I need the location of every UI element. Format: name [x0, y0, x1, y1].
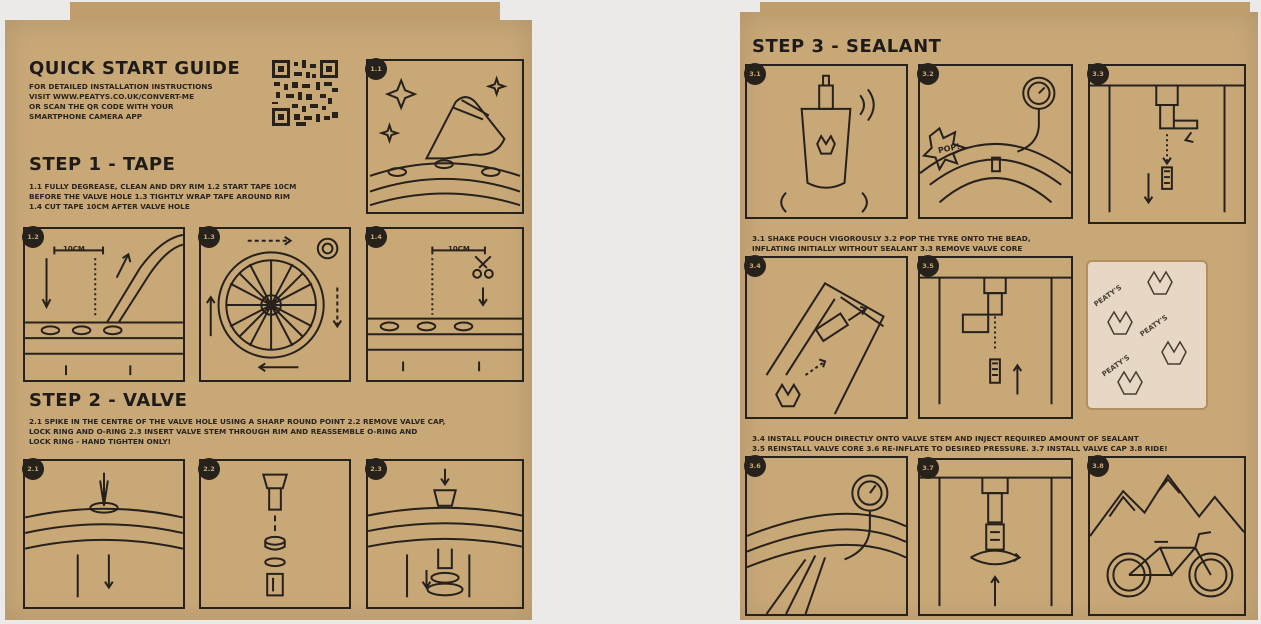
panel-number: 1.2 [22, 226, 44, 248]
panel-3-4: 3.4 [744, 255, 908, 419]
cut-tape-illustration [368, 229, 522, 380]
panel-2-1: 2.1 [22, 458, 185, 609]
panel-3-1: 3.1 [744, 63, 908, 219]
step3-line: 3.1 SHAKE POUCH VIGOROUSLY 3.2 POP THE T… [752, 234, 1031, 243]
step1-line: 1.4 CUT TAPE 10CM AFTER VALVE HOLE [29, 202, 190, 211]
guide-line: SMARTPHONE CAMERA APP [29, 112, 143, 121]
panel-2-3: 2.3 [365, 458, 524, 609]
insert-valve-illustration [368, 461, 522, 607]
guide-line: FOR DETAILED INSTALLATION INSTRUCTIONS [29, 82, 213, 91]
measure-label: 10CM [63, 245, 85, 253]
panel-3-5: 3.5 [917, 255, 1073, 419]
panel-number: 3.7 [917, 457, 939, 479]
panel-number: 2.3 [365, 458, 387, 480]
panel-number: 3.5 [917, 255, 939, 277]
panel-number: 3.1 [744, 63, 766, 85]
guide-title: QUICK START GUIDE [29, 58, 241, 79]
qr-code[interactable] [272, 60, 338, 126]
panel-number: 3.4 [744, 255, 766, 277]
product-window: PEATY'S PEATY'S PEATY'S [1086, 260, 1208, 410]
pop-tyre-illustration [920, 66, 1071, 217]
step3-line: 3.5 REINSTALL VALVE CORE 3.6 RE-INFLATE … [752, 444, 1168, 453]
left-box-top-flap [70, 2, 500, 22]
panel-1-1: 1.1 [365, 58, 524, 214]
ride-bike-illustration [1090, 458, 1244, 614]
panel-3-7: 3.7 [917, 457, 1073, 616]
step1-title: STEP 1 - TAPE [29, 154, 176, 175]
install-valve-cap-illustration [920, 460, 1071, 614]
panel-number: 3.3 [1087, 63, 1109, 85]
panel-number: 3.2 [917, 63, 939, 85]
panel-3-2: 3.2 POP! [917, 63, 1073, 219]
panel-number: 1.3 [198, 226, 220, 248]
panel-3-3: 3.3 [1087, 63, 1246, 224]
panel-3-8: 3.8 [1087, 455, 1246, 616]
step2-line: 2.1 SPIKE IN THE CENTRE OF THE VALVE HOL… [29, 417, 446, 426]
shake-pouch-illustration [747, 66, 906, 217]
valve-parts-illustration [201, 461, 349, 607]
spike-valve-hole-illustration [25, 461, 183, 607]
panel-1-2: 1.2 10CM [22, 226, 185, 382]
panel-1-3: 1.3 [198, 226, 351, 382]
step1-line: 1.1 FULLY DEGREASE, CLEAN AND DRY RIM 1.… [29, 182, 297, 191]
crown-pattern [1088, 262, 1206, 408]
right-box-top-flap [760, 2, 1250, 16]
step3-title: STEP 3 - SEALANT [752, 36, 942, 57]
step2-title: STEP 2 - VALVE [29, 390, 188, 411]
step2-line: LOCK RING - HAND TIGHTEN ONLY! [29, 437, 171, 446]
panel-number: 2.2 [198, 458, 220, 480]
remove-valve-core-illustration [1090, 66, 1244, 222]
measure-label: 10CM [448, 245, 470, 253]
panel-1-4: 1.4 10CM [365, 226, 524, 382]
panel-number: 3.6 [744, 455, 766, 477]
guide-line: VISIT WWW.PEATYS.CO.UK/CONVERT-ME [29, 92, 195, 101]
guide-line: OR SCAN THE QR CODE WITH YOUR [29, 102, 174, 111]
qr-code-pattern [272, 60, 338, 126]
panel-2-2: 2.2 [198, 458, 351, 609]
panel-number: 1.1 [365, 58, 387, 80]
tape-start-illustration [25, 229, 183, 380]
step3-line: 3.4 INSTALL POUCH DIRECTLY ONTO VALVE ST… [752, 434, 1139, 443]
panel-number: 1.4 [365, 226, 387, 248]
panel-number: 3.8 [1087, 455, 1109, 477]
panel-3-6: 3.6 [744, 455, 908, 616]
step2-line: LOCK RING AND O-RING 2.3 INSERT VALVE ST… [29, 427, 418, 436]
reinstall-core-illustration [920, 258, 1071, 417]
step1-line: BEFORE THE VALVE HOLE 1.3 TIGHTLY WRAP T… [29, 192, 290, 201]
reinflate-illustration [747, 458, 906, 614]
left-box [5, 20, 532, 620]
panel-number: 2.1 [22, 458, 44, 480]
step3-line: INFLATING INITIALLY WITHOUT SEALANT 3.3 … [752, 244, 1023, 253]
wrap-wheel-illustration [201, 229, 349, 380]
inject-sealant-illustration [747, 258, 906, 417]
cleaning-rim-illustration [368, 61, 522, 212]
